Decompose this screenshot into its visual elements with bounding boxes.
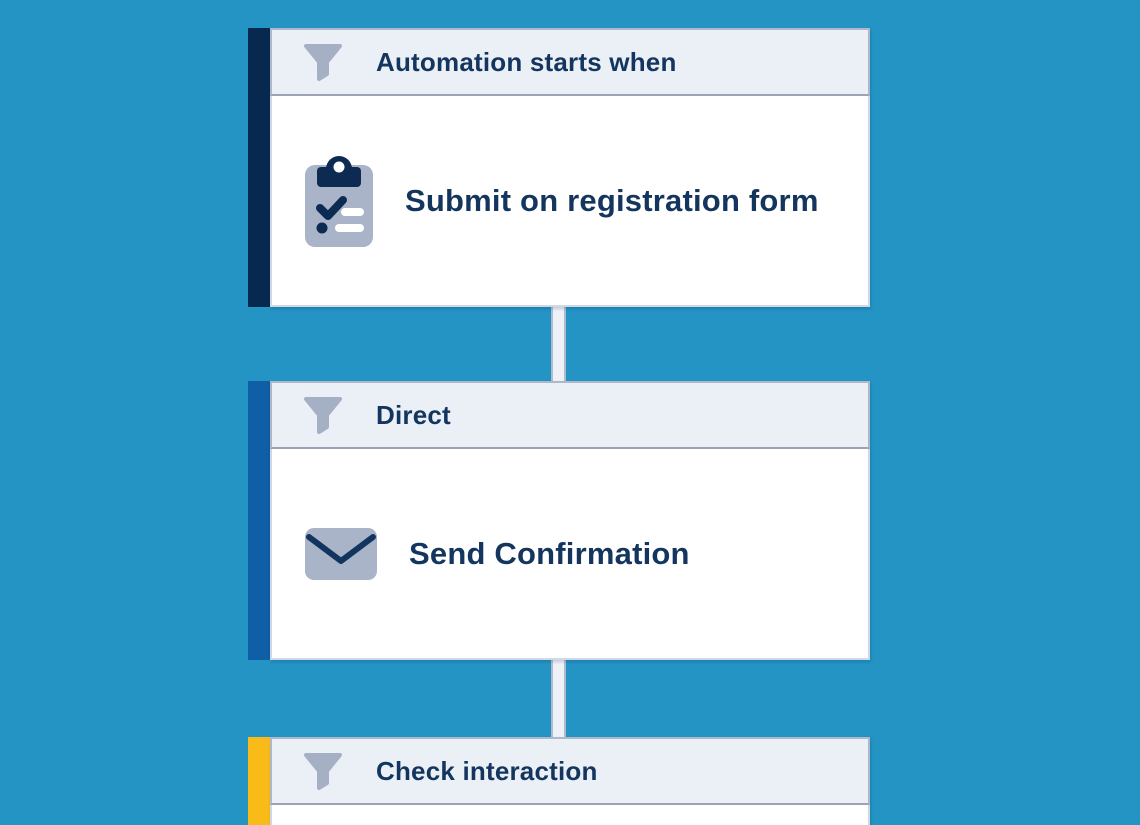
step-header[interactable]: Direct xyxy=(270,381,870,449)
workflow-step-check-interaction[interactable]: Check interaction xyxy=(248,737,870,825)
step-body[interactable]: Send Confirmation xyxy=(270,449,870,660)
step-header-label: Direct xyxy=(376,399,451,430)
accent-stripe xyxy=(248,737,270,825)
clipboard-check-icon xyxy=(305,155,373,247)
step-header-label: Automation starts when xyxy=(376,46,677,77)
step-header[interactable]: Check interaction xyxy=(270,737,870,805)
step-body-label: Send Confirmation xyxy=(409,535,690,571)
step-header[interactable]: Automation starts when xyxy=(270,28,870,96)
workflow-step-trigger[interactable]: Automation starts when Submit on r xyxy=(248,28,870,307)
workflow-step-direct[interactable]: Direct Send Confirmation xyxy=(248,381,870,660)
envelope-icon xyxy=(305,527,377,580)
step-body-label: Submit on registration form xyxy=(405,182,819,218)
step-body[interactable] xyxy=(270,805,870,825)
funnel-icon xyxy=(302,751,344,791)
accent-stripe xyxy=(248,381,270,660)
funnel-icon xyxy=(302,395,344,435)
step-body[interactable]: Submit on registration form xyxy=(270,96,870,307)
accent-stripe xyxy=(248,28,270,307)
step-connector xyxy=(551,654,566,742)
step-connector xyxy=(551,300,566,386)
step-header-label: Check interaction xyxy=(376,755,598,786)
funnel-icon xyxy=(302,42,344,82)
